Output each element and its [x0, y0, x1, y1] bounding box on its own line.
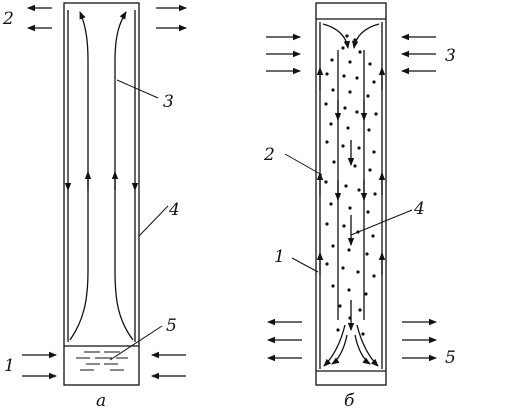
label-4-b: 4: [413, 199, 425, 219]
label-3-a: 3: [163, 92, 174, 112]
up-flow-left-a: [69, 11, 89, 341]
label-2-b: 2: [263, 145, 275, 165]
label-4-a: 4: [168, 200, 180, 220]
tube-b: [315, 2, 387, 386]
diagram-a: 2 3 4 5 1 а: [2, 2, 187, 411]
caption-a: а: [96, 391, 106, 411]
tube-a: [63, 2, 140, 386]
caption-b: б: [344, 391, 355, 411]
liquid-a: [76, 351, 128, 371]
label-3-b: 3: [445, 46, 456, 66]
label-2-a: 2: [2, 9, 14, 29]
label-1-b: 1: [274, 247, 285, 267]
particles-b: [324, 34, 378, 336]
label-5-a: 5: [166, 316, 177, 336]
up-flow-right-a: [114, 11, 134, 341]
down-flow-center-b: [334, 50, 368, 320]
up-flow-walls-b: [316, 22, 386, 369]
label-5-b: 5: [445, 348, 456, 368]
diagram-b: 3 2 4 1 5 б: [263, 2, 456, 411]
label-1-a: 1: [4, 356, 15, 376]
